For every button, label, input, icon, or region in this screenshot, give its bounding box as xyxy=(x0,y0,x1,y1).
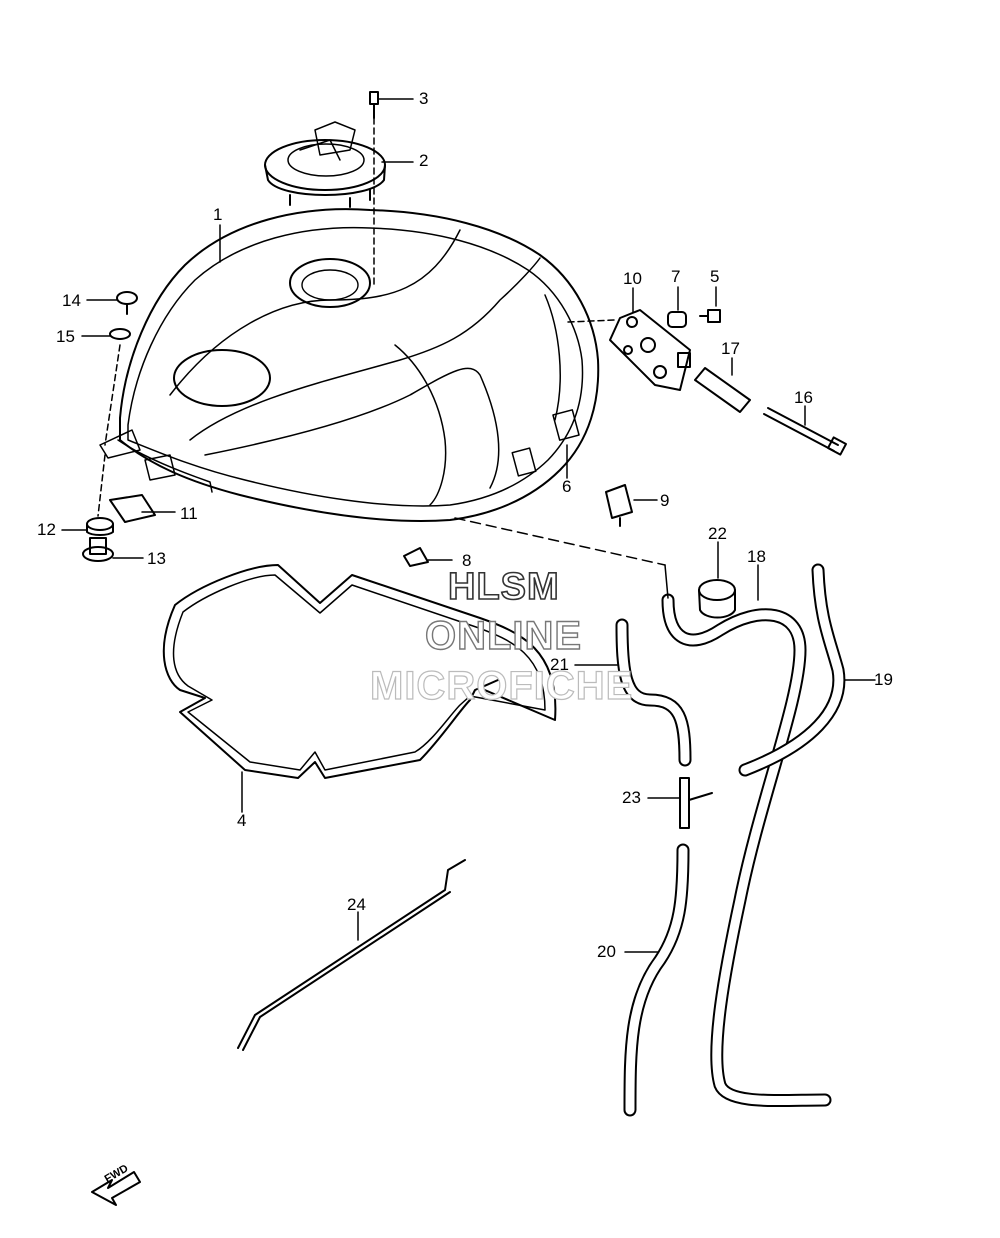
callout-13: 13 xyxy=(147,549,166,568)
cap-bolt xyxy=(369,91,379,119)
t-joint xyxy=(679,777,713,829)
callout-5: 5 xyxy=(710,267,720,286)
callout-8: 8 xyxy=(462,551,472,570)
callout-4: 4 xyxy=(237,811,247,830)
callout-21: 21 xyxy=(550,655,569,674)
callout-24: 24 xyxy=(347,895,366,914)
mount-bolt xyxy=(116,291,138,315)
callout-20: 20 xyxy=(597,942,616,961)
hose-drain xyxy=(623,843,690,1117)
collar xyxy=(667,311,687,328)
callout-3: 3 xyxy=(419,89,429,108)
callout-23: 23 xyxy=(622,788,641,807)
small-bolt xyxy=(699,309,721,323)
callout-7: 7 xyxy=(671,267,681,286)
spacer-sleeve xyxy=(694,367,751,413)
grommet xyxy=(698,579,736,619)
tank-bracket xyxy=(609,309,691,391)
cushion xyxy=(605,484,633,527)
callout-22: 22 xyxy=(708,524,727,543)
collar-bushing xyxy=(82,537,114,562)
washer xyxy=(109,328,131,340)
callout-11: 11 xyxy=(180,504,198,523)
fuel-tank xyxy=(99,208,600,522)
tank-seal xyxy=(162,564,557,779)
support-rod xyxy=(237,859,466,1051)
clip xyxy=(403,547,429,567)
fuel-cap xyxy=(264,121,386,208)
callout-1: 1 xyxy=(213,205,223,224)
callout-12: 12 xyxy=(37,520,56,539)
callout-17: 17 xyxy=(721,339,740,358)
long-bolt xyxy=(763,407,847,456)
bracket-cushion xyxy=(109,494,156,523)
rubber-cushion xyxy=(86,517,114,536)
watermark-line2: ONLINE xyxy=(424,613,583,658)
callout-6: 6 xyxy=(562,477,572,496)
callout-9: 9 xyxy=(660,491,670,510)
watermark-line1: HLSM xyxy=(447,565,560,609)
watermark-line3: MICROFICHE xyxy=(369,663,634,708)
fwd-arrow-icon xyxy=(91,1171,141,1206)
callout-15: 15 xyxy=(56,327,75,346)
callout-18: 18 xyxy=(747,547,766,566)
callout-19: 19 xyxy=(874,670,893,689)
callout-2: 2 xyxy=(419,151,429,170)
callout-16: 16 xyxy=(794,388,813,407)
callout-10: 10 xyxy=(623,269,642,288)
callout-14: 14 xyxy=(62,291,81,310)
